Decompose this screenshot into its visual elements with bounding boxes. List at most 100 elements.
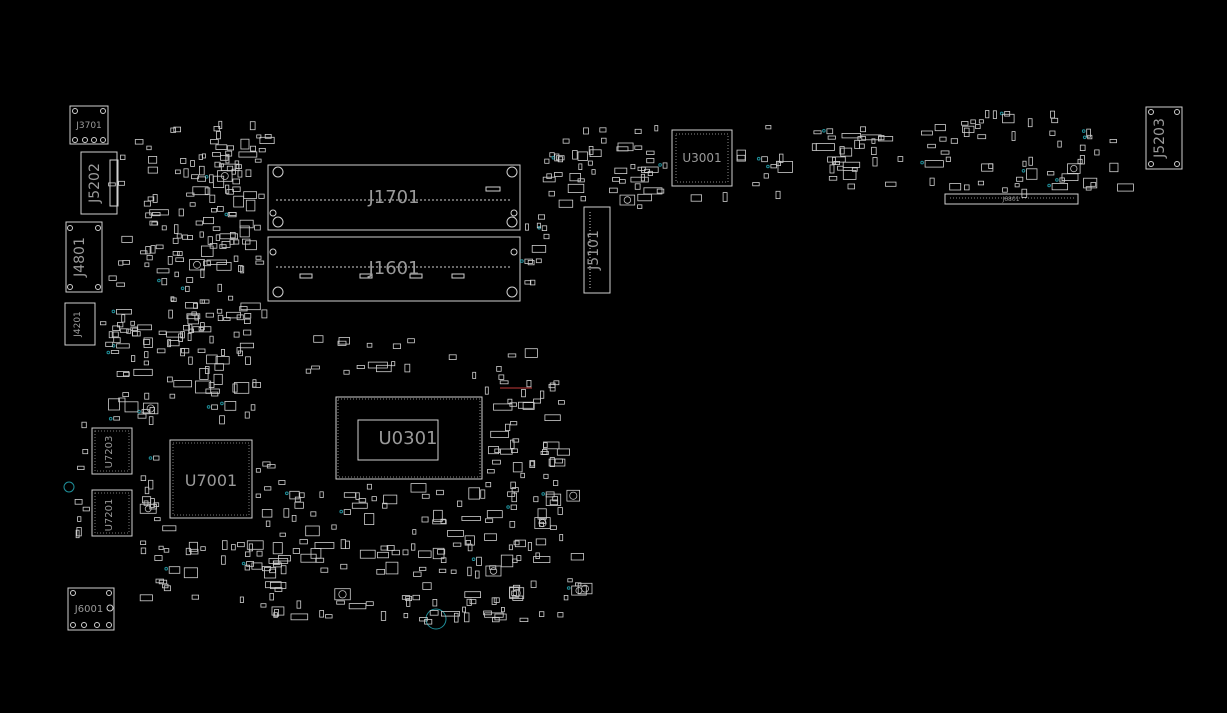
smd-part: [320, 567, 329, 573]
smd-part: [548, 190, 555, 197]
smd-part: [343, 492, 356, 498]
smd-part: [208, 382, 215, 389]
smd-part: [619, 194, 636, 206]
smd-part: [1021, 188, 1028, 198]
smd-part: [513, 584, 521, 591]
smd-part: [244, 411, 250, 419]
smd-part: [226, 145, 234, 151]
smd-part: [232, 178, 240, 185]
smd-part: [878, 136, 894, 142]
smd-part: [949, 183, 962, 191]
smd-part: [500, 448, 513, 455]
smd-part: [382, 502, 388, 509]
smd-part: [116, 282, 125, 287]
smd-part: [108, 398, 120, 411]
smd-part: [975, 124, 981, 129]
smd-part: [847, 183, 855, 190]
connector-j5202[interactable]: J5202: [80, 151, 119, 215]
smd-part: [190, 548, 199, 555]
connector-j5203[interactable]: J5203: [1145, 106, 1183, 170]
smd-part: [530, 279, 536, 286]
smd-part: [464, 612, 470, 623]
smd-part: [248, 543, 254, 552]
smd-part: [239, 306, 248, 312]
smd-part: [233, 255, 239, 262]
label-u7203: U7203: [104, 436, 115, 469]
connector-j6001[interactable]: J6001: [67, 587, 115, 631]
via: [766, 164, 770, 169]
smd-part: [209, 242, 218, 249]
smd-part-mark: [623, 196, 632, 204]
chip-u3001[interactable]: U3001: [671, 129, 733, 187]
smd-part: [616, 146, 629, 152]
smd-part: [203, 260, 211, 267]
smd-part: [331, 524, 337, 530]
slot-j1701[interactable]: J1701: [267, 164, 521, 231]
smd-part: [192, 326, 212, 333]
smd-part: [219, 244, 227, 249]
smd-part: [1026, 168, 1038, 180]
chip-u7001[interactable]: U7001: [169, 439, 253, 519]
smd-part: [189, 202, 196, 207]
smd-part: [340, 563, 348, 570]
smd-part: [258, 147, 266, 153]
smd-part: [558, 199, 574, 208]
smd-part: [233, 382, 250, 394]
smd-part: [583, 127, 589, 135]
smd-part: [336, 600, 345, 605]
smd-part: [533, 496, 539, 503]
via: [339, 509, 344, 514]
label-j5203: J5203: [1152, 118, 1168, 159]
smd-part: [587, 160, 593, 166]
smd-part: [215, 131, 221, 140]
connector-j3701[interactable]: J3701: [69, 105, 109, 145]
smd-part: [662, 162, 668, 169]
smd-part: [273, 562, 282, 568]
smd-part: [383, 494, 398, 505]
slot-j1601[interactable]: J1601: [267, 236, 521, 302]
smd-part: [190, 160, 195, 167]
smd-part: [244, 312, 252, 319]
smd-part: [194, 314, 199, 321]
connector-j4801[interactable]: J4801: [65, 221, 103, 293]
smd-part: [139, 594, 153, 602]
smd-part: [348, 603, 367, 610]
smd-part: [277, 555, 291, 562]
smd-part: [562, 138, 570, 144]
smd-part: [265, 581, 282, 589]
connector-j4201[interactable]: J4201: [64, 302, 96, 346]
smd-part: [116, 343, 130, 349]
chip-u7203[interactable]: U7203: [91, 427, 133, 475]
smd-part: [151, 221, 159, 226]
smd-part: [219, 415, 225, 425]
smd-part: [521, 389, 526, 398]
smd-part: [367, 361, 388, 369]
smd-part: [173, 224, 179, 234]
smd-part: [498, 374, 505, 380]
smd-part: [272, 542, 283, 555]
smd-part: [429, 610, 439, 616]
smd-part: [761, 156, 768, 163]
smd-part: [299, 492, 305, 498]
smd-part: [436, 549, 446, 555]
smd-part: [1002, 187, 1008, 193]
smd-part: [424, 619, 433, 625]
smd-part: [540, 390, 545, 399]
smd-part: [567, 578, 573, 583]
smd-part: [245, 240, 257, 251]
smd-part: [828, 175, 838, 181]
chip-u0301[interactable]: U0301: [335, 396, 483, 480]
smd-part: [614, 167, 628, 175]
smd-part: [144, 262, 150, 268]
connector-j5101[interactable]: J5101: [583, 206, 611, 294]
smd-part: [530, 460, 535, 467]
chip-u7201[interactable]: U7201: [91, 489, 133, 537]
label-j1701: J1701: [367, 187, 419, 208]
smd-part: [945, 156, 951, 162]
smd-part: [243, 191, 257, 199]
smd-part: [543, 441, 560, 450]
smd-part: [319, 491, 324, 498]
connector-j6801[interactable]: J6801: [944, 193, 1079, 205]
smd-part: [217, 283, 222, 292]
